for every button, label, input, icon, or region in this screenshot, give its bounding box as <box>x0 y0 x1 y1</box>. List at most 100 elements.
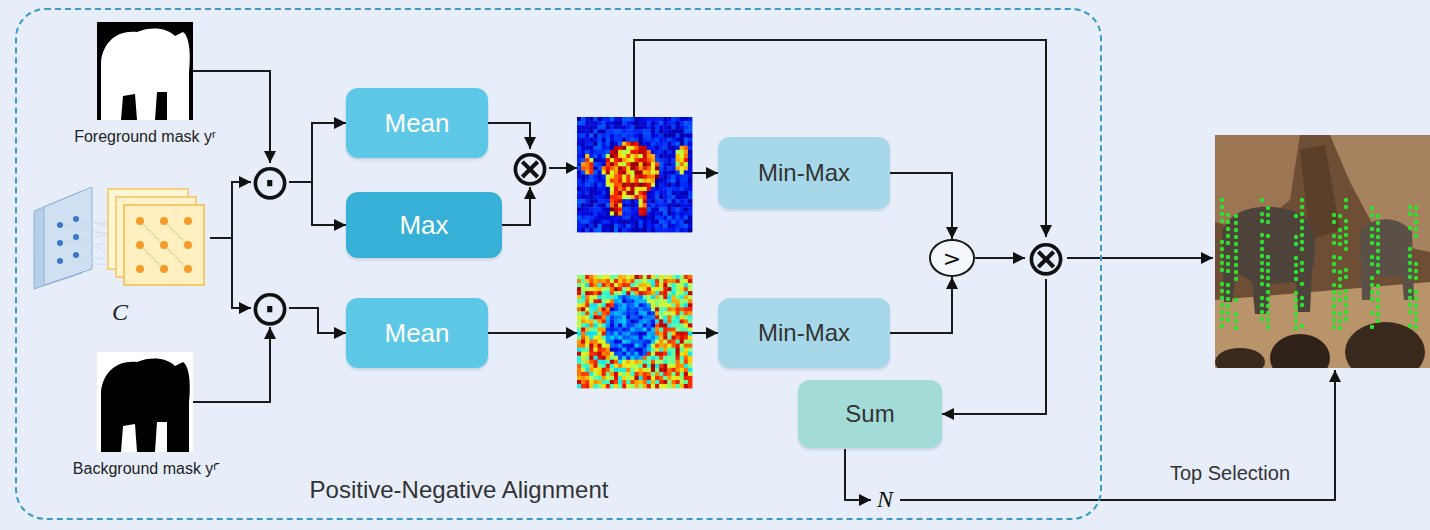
heat-cell <box>610 138 615 143</box>
heat-cell <box>663 291 668 295</box>
heat-cell <box>676 283 681 287</box>
selected-point <box>1414 269 1418 273</box>
heat-cell <box>651 291 656 295</box>
selected-point <box>1332 304 1336 308</box>
heat-cell <box>602 224 607 229</box>
heat-cell <box>602 138 607 143</box>
heat-cell <box>602 187 607 192</box>
heat-cell <box>630 352 635 356</box>
heat-cell <box>610 291 615 295</box>
selected-point <box>1294 319 1298 323</box>
heat-cell <box>622 211 627 216</box>
heat-cell <box>577 138 582 143</box>
heat-cell <box>610 348 615 352</box>
heat-cell <box>630 291 635 295</box>
heat-cell <box>663 117 668 122</box>
heat-cell <box>610 364 615 368</box>
selected-point <box>1376 214 1380 218</box>
selected-point <box>1294 263 1298 267</box>
heat-cell <box>585 121 590 126</box>
heat-cell <box>622 319 627 323</box>
heat-cell <box>593 117 598 122</box>
heat-cell <box>589 146 594 151</box>
heat-cell <box>577 368 582 372</box>
selected-point <box>1414 234 1418 238</box>
heat-cell <box>655 356 660 360</box>
heat-cell <box>651 283 656 287</box>
heat-cell <box>659 372 664 376</box>
heat-cell <box>585 315 590 319</box>
heat-cell <box>659 166 664 171</box>
heat-cell <box>593 307 598 311</box>
heat-cell <box>663 211 668 216</box>
heat-cell <box>643 170 648 175</box>
heat-cell <box>577 348 582 352</box>
heat-cell <box>647 348 652 352</box>
heat-cell <box>680 275 685 279</box>
heat-cell <box>589 203 594 208</box>
heat-cell <box>684 295 689 299</box>
heat-cell <box>630 319 635 323</box>
heat-cell <box>618 380 623 384</box>
heat-cell <box>618 228 623 233</box>
heat-cell <box>626 199 631 204</box>
heat-cell <box>606 138 611 143</box>
heat-cell <box>606 216 611 221</box>
selected-point <box>1234 221 1238 225</box>
heat-cell <box>688 336 693 340</box>
heat-cell <box>663 150 668 155</box>
heat-cell <box>581 146 586 151</box>
heat-cell <box>635 279 640 283</box>
heat-cell <box>659 211 664 216</box>
elephant <box>1222 207 1315 314</box>
heat-cell <box>651 216 656 221</box>
heat-cell <box>585 154 590 159</box>
heat-cell <box>676 336 681 340</box>
heat-cell <box>663 179 668 184</box>
heat-cell <box>626 348 631 352</box>
heat-cell <box>585 303 590 307</box>
heat-cell <box>659 348 664 352</box>
selected-point <box>1408 254 1412 258</box>
heat-cell <box>639 191 644 196</box>
heat-cell <box>647 344 652 348</box>
selected-point <box>1408 205 1412 209</box>
heat-cell <box>602 291 607 295</box>
heat-cell <box>639 187 644 192</box>
heat-cell <box>635 187 640 192</box>
heat-cell <box>618 275 623 279</box>
heat-cell <box>622 283 627 287</box>
heat-cell <box>630 138 635 143</box>
heat-cell <box>581 315 586 319</box>
heat-cell <box>659 327 664 331</box>
heat-cell <box>585 283 590 287</box>
heat-cell <box>676 199 681 204</box>
heat-cell <box>602 154 607 159</box>
heat-cell <box>602 170 607 175</box>
heat-cell <box>647 307 652 311</box>
selected-point <box>1260 261 1264 265</box>
heat-cell <box>663 195 668 200</box>
heat-cell <box>659 170 664 175</box>
heat-cell <box>688 216 693 221</box>
selected-point <box>1414 262 1418 266</box>
heat-cell <box>598 287 603 291</box>
heat-cell <box>610 117 615 122</box>
heat-cell <box>680 207 685 212</box>
heat-cell <box>684 179 689 184</box>
selected-point <box>1234 242 1238 246</box>
heat-cell <box>651 360 656 364</box>
selected-point <box>1266 318 1270 322</box>
heat-cell <box>655 158 660 163</box>
heat-cell <box>606 158 611 163</box>
heat-cell <box>593 348 598 352</box>
heat-cell <box>606 191 611 196</box>
heat-cell <box>667 207 672 212</box>
heat-cell <box>581 336 586 340</box>
selected-point <box>1226 304 1230 308</box>
selected-point <box>1338 256 1342 260</box>
heat-cell <box>581 207 586 212</box>
heat-cell <box>663 307 668 311</box>
selected-point <box>1332 213 1336 217</box>
heat-cell <box>688 228 693 233</box>
